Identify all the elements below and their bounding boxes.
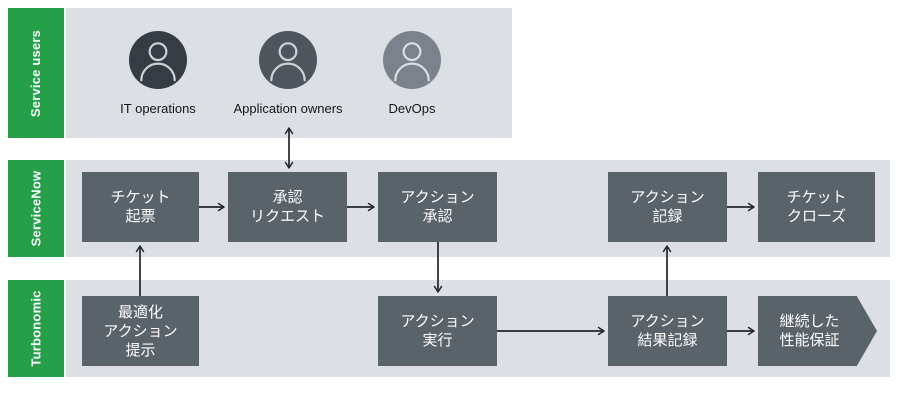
person-glyph xyxy=(394,42,430,82)
step-approval-request: 承認 リクエスト xyxy=(228,172,347,242)
step-action-record: アクション 記録 xyxy=(608,172,727,242)
user-icon xyxy=(259,31,317,89)
persona-label: DevOps xyxy=(388,101,436,116)
lane-label-service-users: Service users xyxy=(28,29,44,117)
user-icon xyxy=(129,31,187,89)
persona-application-owners: Application owners xyxy=(218,31,358,116)
persona-label: IT operations xyxy=(120,101,196,116)
persona-devops: DevOps xyxy=(342,31,482,116)
step-optimization-action-proposal: 最適化 アクション 提示 xyxy=(82,296,199,366)
step-action-approve: アクション 承認 xyxy=(378,172,497,242)
step-continuous-performance-assurance: 継続した 性能保証 xyxy=(758,296,877,366)
lane-band-turbonomic: Turbonomic xyxy=(8,280,64,377)
step-action-execute: アクション 実行 xyxy=(378,296,497,366)
step-ticket-close: チケット クローズ xyxy=(758,172,875,242)
persona-label: Application owners xyxy=(233,101,343,116)
step-action-result-record: アクション 結果記録 xyxy=(608,296,727,366)
lane-label-servicenow: ServiceNow xyxy=(28,170,44,247)
lane-label-turbonomic: Turbonomic xyxy=(28,290,44,367)
person-glyph xyxy=(140,42,176,82)
person-glyph xyxy=(270,42,306,82)
persona-it-operations: IT operations xyxy=(88,31,228,116)
step-ticket-create: チケット 起票 xyxy=(82,172,199,242)
lane-band-service-users: Service users xyxy=(8,8,64,138)
lane-band-servicenow: ServiceNow xyxy=(8,160,64,257)
user-icon xyxy=(383,31,441,89)
